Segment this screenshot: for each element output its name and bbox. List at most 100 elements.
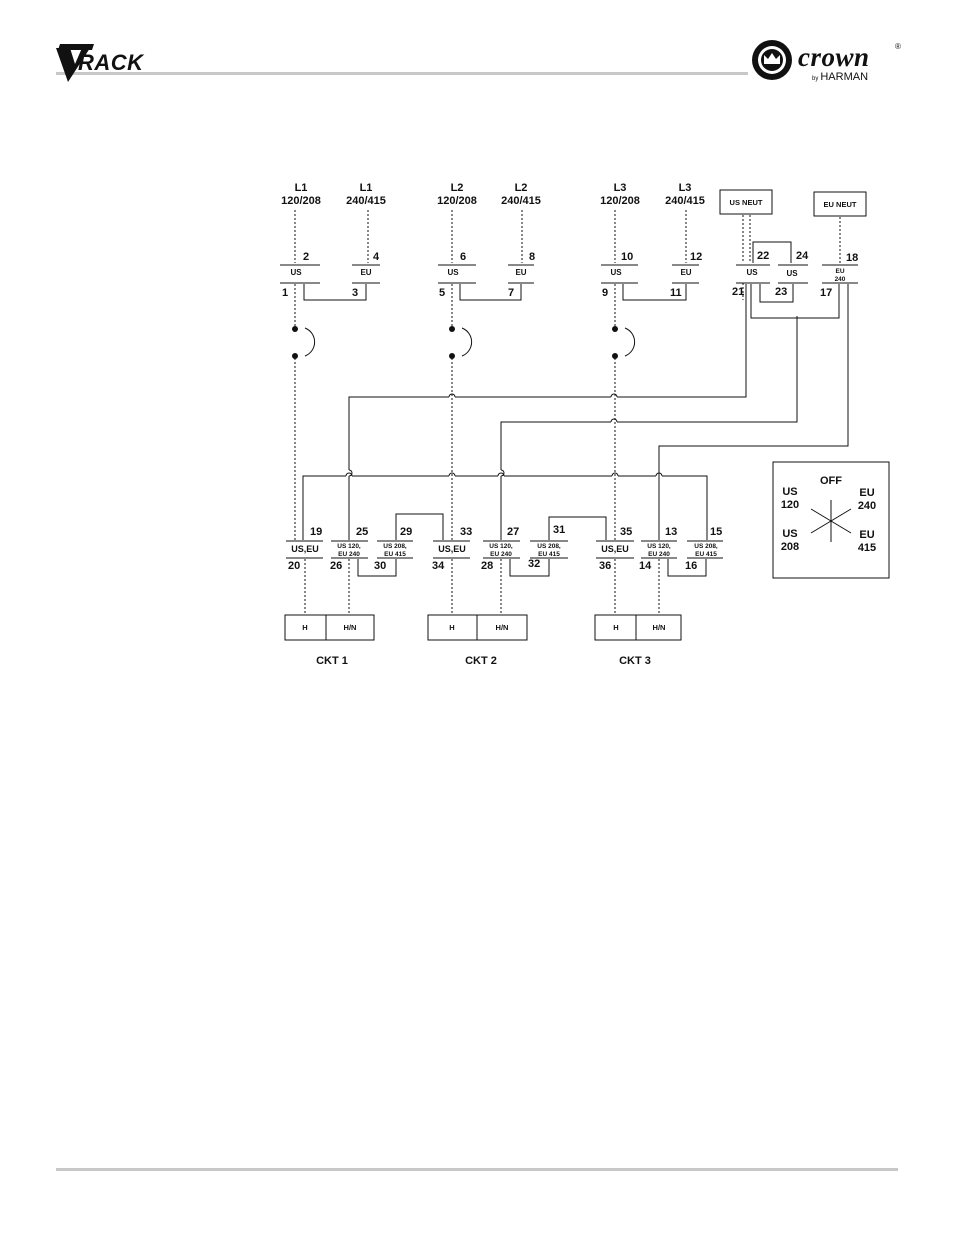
eu-neutral-box: [813, 191, 867, 217]
terminal-11: 11: [670, 287, 682, 299]
terminal-19: 19: [310, 526, 322, 538]
terminal-12: 12: [690, 251, 702, 263]
top-eu240-label-line2: 240: [835, 276, 846, 283]
selector-us120-b: 120: [781, 499, 799, 511]
bottom-us208-label-3a: US 208,: [694, 543, 718, 550]
source-l3-b-name: L3: [679, 182, 692, 194]
vrack-logo-word: RACK: [78, 50, 144, 75]
breaker-1-arc: [304, 327, 316, 357]
source-l1-a-name: L1: [295, 182, 308, 194]
terminal-21: 21: [732, 286, 744, 298]
crown-registered-mark: ®: [895, 42, 901, 51]
top-us-label-4: US: [746, 268, 758, 277]
terminal-28: 28: [481, 560, 493, 572]
terminal-15: 15: [710, 526, 722, 538]
circuit-label-2: CKT 2: [465, 655, 497, 667]
top-us-label-3: US: [610, 268, 622, 277]
bottom-us208-label-1b: EU 415: [384, 551, 406, 558]
terminal-34: 34: [432, 560, 445, 572]
bottom-switch: US,EU US 120, EU 240 US 208, EU 415 19 2…: [286, 513, 723, 577]
source-l3-a-name: L3: [614, 182, 627, 194]
bottom-us120-label-1a: US 120,: [337, 543, 361, 550]
selector-eu240-a: EU: [859, 487, 874, 499]
outlet-ckt1: [284, 614, 375, 641]
crown-logo-company: HARMAN: [820, 71, 869, 83]
source-labels: L1 120/208 L1 240/415 L2 120/208 L2 240/…: [281, 182, 705, 207]
eu-neutral-label: EU NEUT: [824, 200, 857, 209]
outlet-ckt2-h: H: [449, 623, 454, 632]
terminal-14: 14: [639, 560, 652, 572]
crown-emblem-icon: [752, 40, 792, 80]
terminal-26: 26: [330, 560, 342, 572]
top-us-label-2: US: [447, 268, 459, 277]
breaker-2-contact-bottom: [449, 353, 455, 359]
selector-pointer-b: [810, 508, 852, 534]
terminal-10: 10: [621, 251, 633, 263]
terminal-25: 25: [356, 526, 368, 538]
terminal-29: 29: [400, 526, 412, 538]
selector-eu240-b: 240: [858, 500, 876, 512]
terminal-32: 32: [528, 558, 540, 570]
outlet-ckt1-h: H: [302, 623, 307, 632]
us-neutral-box: [719, 189, 773, 215]
terminal-33: 33: [460, 526, 472, 538]
outlet-ckt3: [594, 614, 682, 641]
selector-box: [772, 461, 890, 579]
bottom-us120-label-2b: EU 240: [490, 551, 512, 558]
source-l2-b-voltage: 240/415: [501, 195, 541, 207]
source-l1-b-voltage: 240/415: [346, 195, 386, 207]
breaker-2-arc: [461, 327, 473, 357]
bottom-us208-label-1a: US 208,: [383, 543, 407, 550]
v-logo-mark: [56, 44, 94, 82]
vrack-logo: RACK: [56, 42, 176, 84]
terminal-20: 20: [288, 560, 300, 572]
top-us-label-5: US: [786, 269, 798, 278]
bottom-useu-label-2: US,EU: [438, 544, 466, 554]
selector-eu415-b: 415: [858, 542, 876, 554]
header-rule: [56, 72, 748, 75]
top-us-label-1: US: [290, 268, 302, 277]
bottom-us120-label-2a: US 120,: [489, 543, 513, 550]
terminal-8: 8: [529, 251, 535, 263]
source-l3-a-voltage: 120/208: [600, 195, 640, 207]
terminal-31: 31: [553, 524, 565, 536]
selector-eu415-a: EU: [859, 529, 874, 541]
circuit-label-1: CKT 1: [316, 655, 348, 667]
breaker-2-contact-top: [449, 326, 455, 332]
breaker-3-contact-bottom: [612, 353, 618, 359]
breaker-3-arc: [624, 327, 636, 357]
selector-us208-b: 208: [781, 541, 799, 553]
top-eu-label-2: EU: [515, 268, 526, 277]
neutral-routing: [302, 284, 849, 540]
terminal-36: 36: [599, 560, 611, 572]
bottom-us208-label-2a: US 208,: [537, 543, 561, 550]
terminal-30: 30: [374, 560, 386, 572]
breaker-3-contact-top: [612, 326, 618, 332]
terminal-24: 24: [796, 250, 809, 262]
terminal-6: 6: [460, 251, 466, 263]
terminal-5: 5: [439, 287, 445, 299]
outlets: H H/N H H/N H H/N: [284, 614, 682, 641]
terminal-1: 1: [282, 287, 288, 299]
terminal-35: 35: [620, 526, 632, 538]
terminal-2: 2: [303, 251, 309, 263]
terminal-22: 22: [757, 250, 769, 262]
source-l2-a-voltage: 120/208: [437, 195, 477, 207]
terminal-7: 7: [508, 287, 514, 299]
bottom-useu-label-3: US,EU: [601, 544, 629, 554]
outlet-ckt3-h: H: [613, 623, 618, 632]
selector-legend: OFF US 120 EU 240 US 208 EU 415: [772, 461, 890, 579]
outlet-ckt1-hn: H/N: [344, 623, 357, 632]
selector-us208-a: US: [782, 528, 797, 540]
bottom-useu-label-1: US,EU: [291, 544, 319, 554]
source-l2-a-name: L2: [451, 182, 464, 194]
outlet-ckt3-hn: H/N: [653, 623, 666, 632]
footer-rule: [56, 1168, 898, 1171]
bottom-us120-label-1b: EU 240: [338, 551, 360, 558]
bottom-us208-label-3b: EU 415: [695, 551, 717, 558]
bottom-us120-label-3a: US 120,: [647, 543, 671, 550]
circuit-label-3: CKT 3: [619, 655, 651, 667]
terminal-3: 3: [352, 287, 358, 299]
terminal-18: 18: [846, 252, 858, 264]
